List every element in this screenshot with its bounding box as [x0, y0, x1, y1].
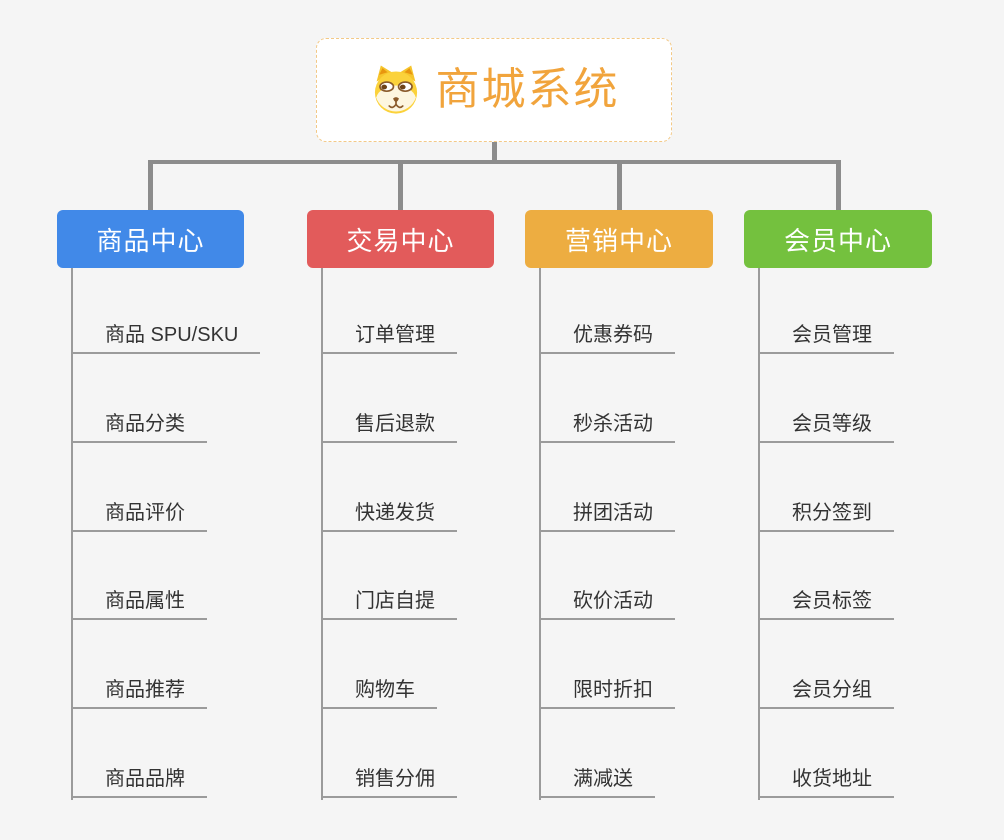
- leaf-node[interactable]: 购物车: [321, 675, 437, 709]
- connector-branch-stub-marketing-center: [616, 160, 622, 210]
- leaf-node[interactable]: 售后退款: [321, 409, 457, 443]
- leaf-node[interactable]: 会员管理: [758, 320, 894, 354]
- leaf-node[interactable]: 商品评价: [71, 498, 207, 532]
- leaf-node[interactable]: 拼团活动: [539, 498, 675, 532]
- leaf-node[interactable]: 商品属性: [71, 586, 207, 620]
- leaf-node[interactable]: 订单管理: [321, 320, 457, 354]
- connector-branch-stub-trade-center: [398, 160, 403, 210]
- leaf-node[interactable]: 砍价活动: [539, 586, 675, 620]
- leaf-node[interactable]: 会员标签: [758, 586, 894, 620]
- connector-branch-stub-member-center: [835, 160, 841, 210]
- connector-horizontal: [148, 160, 841, 164]
- connector-root-stub: [492, 142, 497, 164]
- leaf-node[interactable]: 会员分组: [758, 675, 894, 709]
- branch-spine-line: [321, 268, 323, 800]
- branch-node-product-center[interactable]: 商品中心: [57, 210, 244, 268]
- leaf-node[interactable]: 限时折扣: [539, 675, 675, 709]
- leaf-node[interactable]: 门店自提: [321, 586, 457, 620]
- leaf-node[interactable]: 会员等级: [758, 409, 894, 443]
- branch-node-trade-center[interactable]: 交易中心: [307, 210, 494, 268]
- branch-node-member-center[interactable]: 会员中心: [744, 210, 932, 268]
- leaf-node[interactable]: 积分签到: [758, 498, 894, 532]
- leaf-node[interactable]: 快递发货: [321, 498, 457, 532]
- leaf-node[interactable]: 商品分类: [71, 409, 207, 443]
- root-node[interactable]: 商城系统: [316, 38, 672, 142]
- leaf-node[interactable]: 商品 SPU/SKU: [71, 320, 261, 354]
- connector-branch-stub-product-center: [148, 160, 153, 210]
- leaf-node[interactable]: 满减送: [539, 764, 655, 798]
- branch-node-marketing-center[interactable]: 营销中心: [525, 210, 713, 268]
- root-title: 商城系统: [435, 65, 620, 114]
- leaf-node[interactable]: 优惠券码: [539, 320, 675, 354]
- leaf-node[interactable]: 收货地址: [758, 764, 894, 798]
- doge-icon: [374, 65, 417, 114]
- branch-spine-line: [758, 268, 760, 800]
- leaf-node[interactable]: 秒杀活动: [539, 409, 675, 443]
- branch-spine-line: [539, 268, 541, 800]
- branch-spine-line: [71, 268, 73, 800]
- leaf-node[interactable]: 商品推荐: [71, 675, 207, 709]
- leaf-node[interactable]: 商品品牌: [71, 764, 207, 798]
- leaf-node[interactable]: 销售分佣: [321, 764, 457, 798]
